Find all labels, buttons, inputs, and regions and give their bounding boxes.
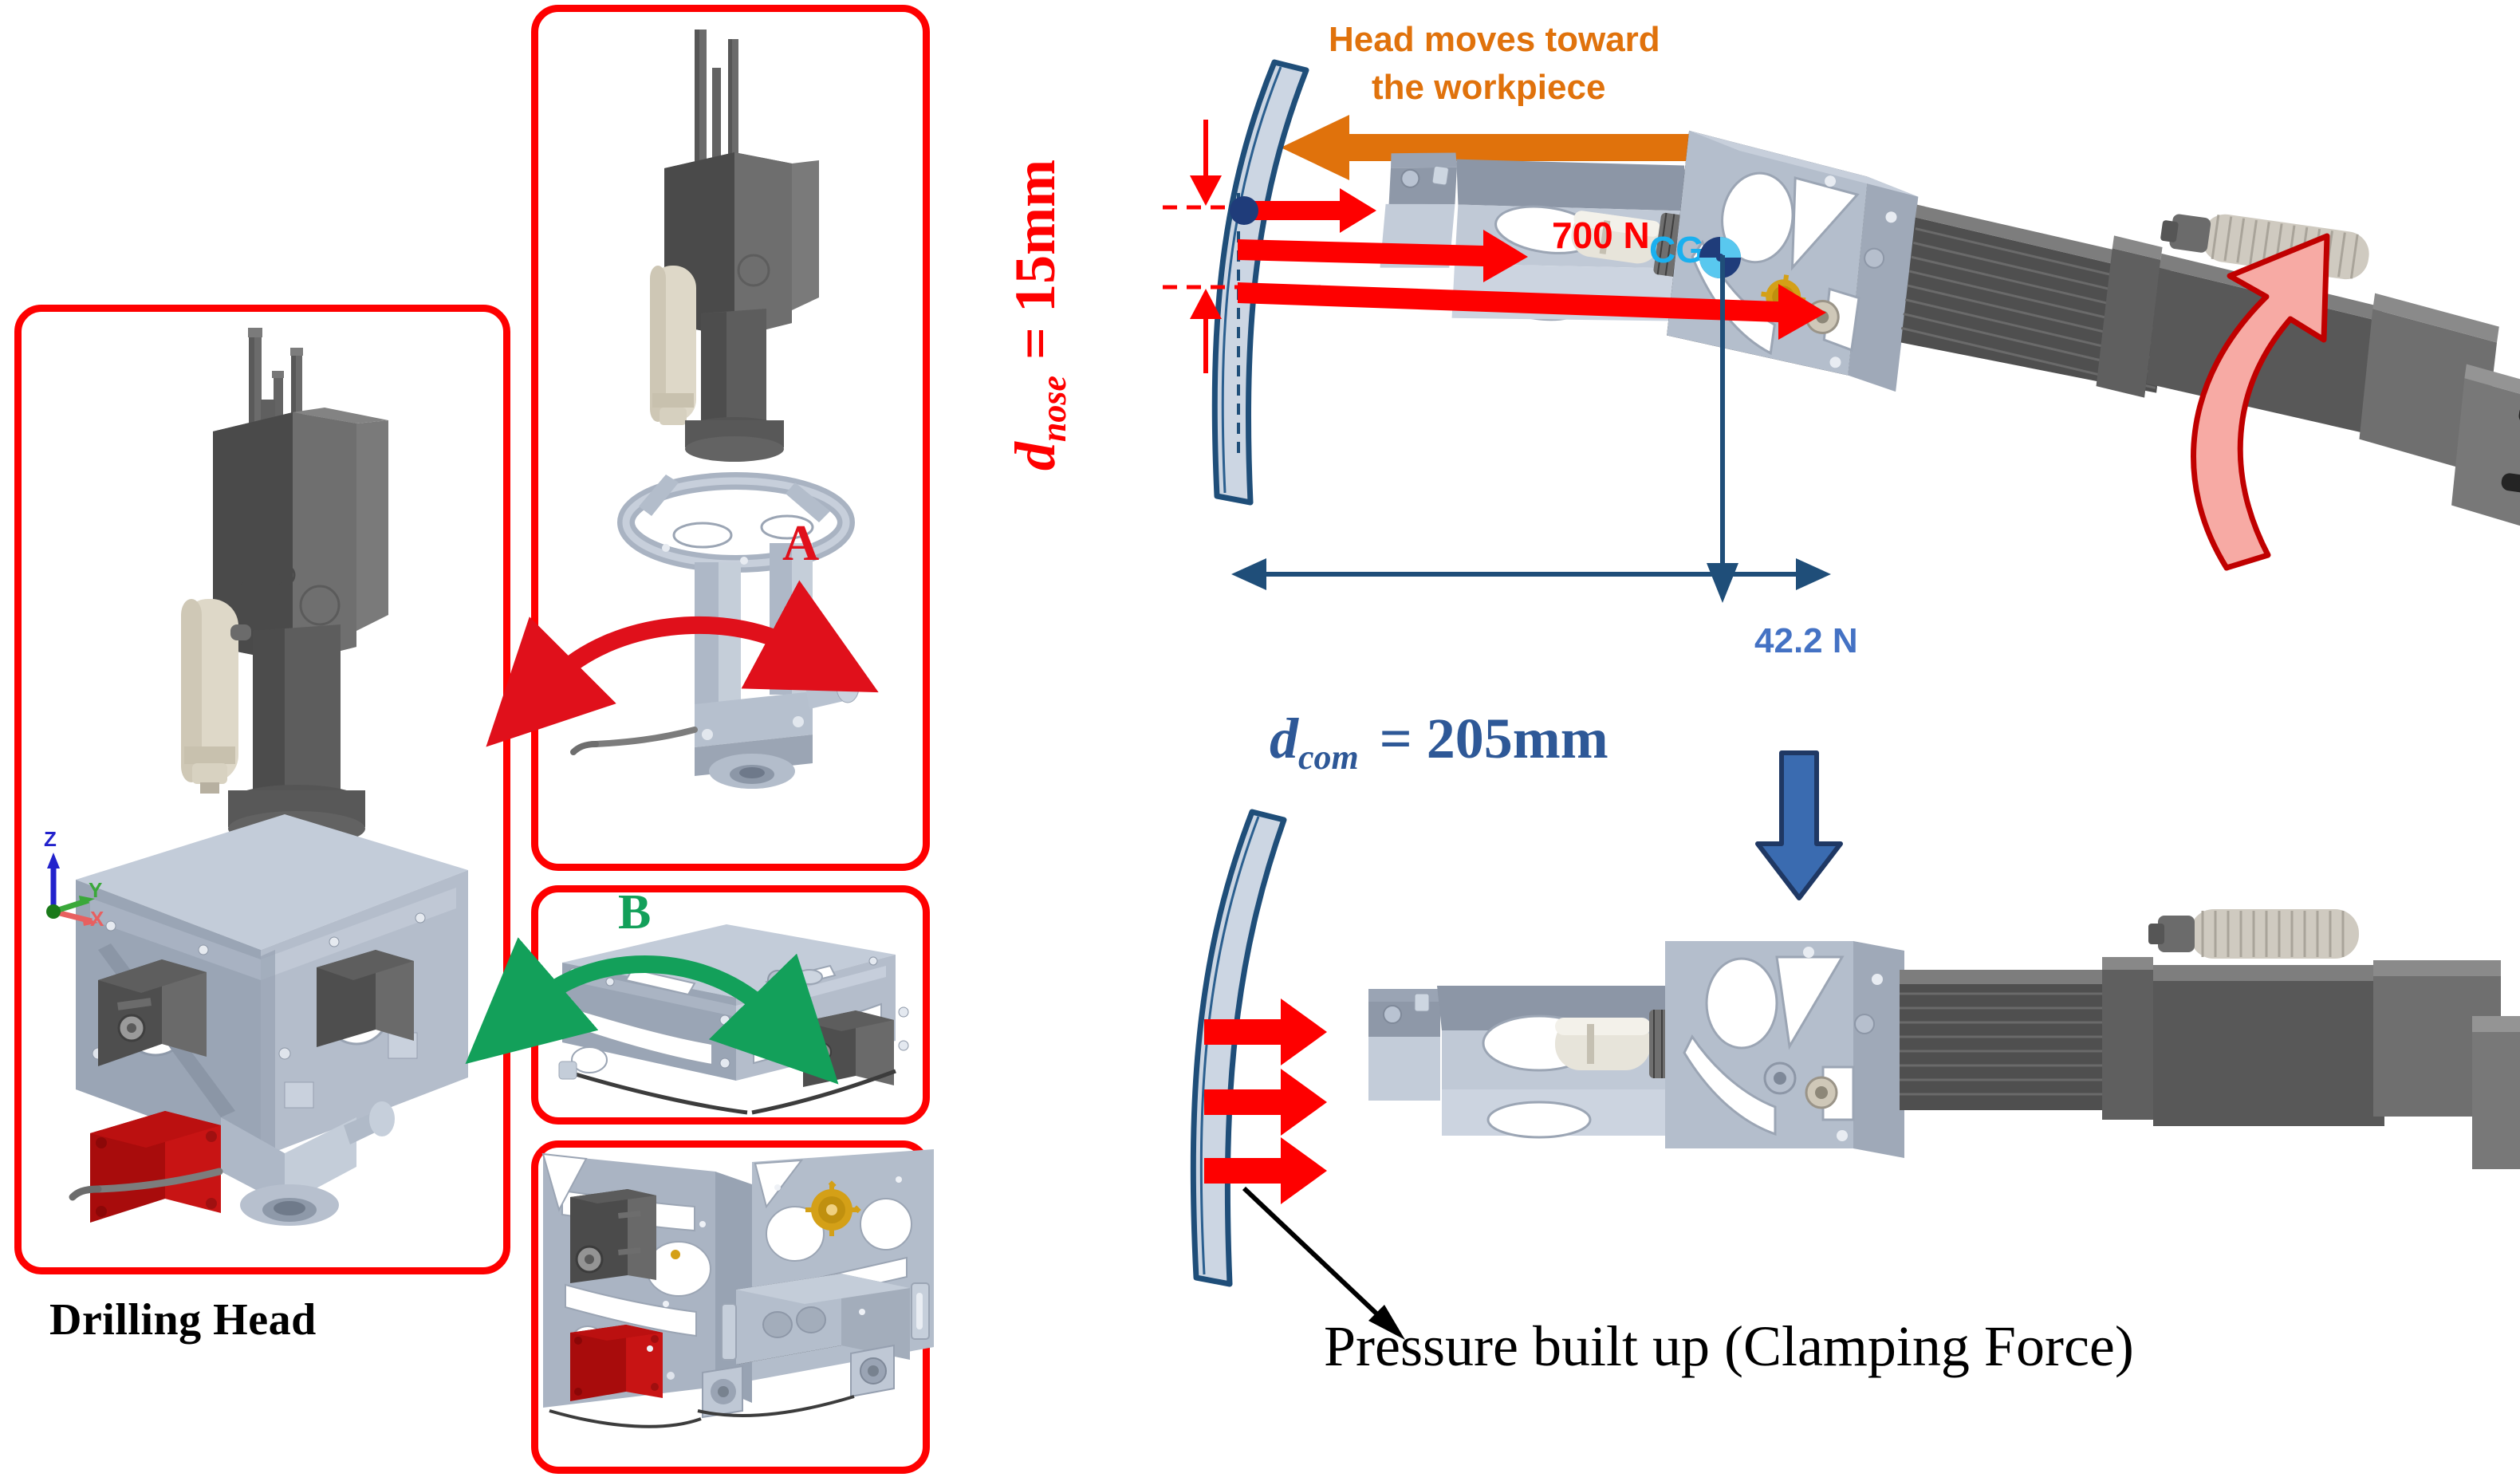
axis-label-x: X [90, 907, 104, 931]
d-com-dimension [1231, 558, 1831, 590]
axis-a-label: A [782, 514, 820, 571]
panel-internals-detail [531, 1140, 934, 1474]
axis-b-label: B [618, 885, 652, 939]
gear-icon [805, 1180, 861, 1236]
d-com-label: dcom = 205mm [1270, 710, 1608, 775]
drilling-head-assembly-drawing [69, 328, 468, 1226]
internals-assembly-drawing [541, 1149, 934, 1428]
clamping-force-arrows [1204, 998, 1327, 1204]
caption-clamping-force: Pressure built up (Clamping Force) [1324, 1314, 2134, 1378]
panel-axis-a-detail: A [486, 5, 930, 871]
page-title-drilling-head: Drilling Head [49, 1295, 317, 1345]
thrust-force-label: 700 N [1552, 215, 1650, 256]
d-nose-symbol: d [1003, 442, 1067, 471]
axis-b-rotation-arrow [465, 937, 839, 1085]
drilling-head-level-bottom [1368, 909, 2520, 1169]
transition-arrow-down [1755, 750, 1843, 900]
panel-axis-b-detail: B [465, 885, 930, 1125]
axis-a-rotation-arrow [486, 580, 879, 747]
d-com-subscript: com [1298, 738, 1359, 777]
head-motion-line1: Head moves toward [1329, 20, 1660, 59]
axis-label-y: Y [89, 878, 103, 902]
head-motion-arrow [1281, 115, 1692, 180]
panel-drilling-head-overview: Z Y X [14, 305, 510, 1274]
weight-force-label: 42.2 N [1754, 621, 1858, 660]
d-com-symbol: d [1270, 707, 1298, 770]
d-nose-value: = 15mm [1003, 159, 1067, 360]
d-nose-label: dnose = 15mm [975, 96, 1073, 542]
axis-label-z: Z [44, 827, 57, 851]
workpiece-reference-line [1237, 193, 1240, 456]
clamping-force-leader-line [1242, 1186, 1405, 1340]
diagram-head-clamped-on-workpiece [957, 805, 2520, 1348]
d-nose-subscript: nose [1034, 375, 1073, 443]
thrust-force-arrows [1230, 188, 1826, 340]
head-rotation-arrow [2191, 233, 2330, 571]
diagram-head-approaching-workpiece: Head moves toward the workpiece [957, 0, 2520, 900]
head-motion-line2: the workpiece [1372, 68, 1606, 107]
d-com-value: = 205mm [1379, 707, 1608, 770]
coordinate-axes-triad [46, 853, 98, 926]
red-actuator-block [570, 1325, 663, 1401]
red-actuator-block [90, 1111, 221, 1223]
axis-a-assembly-drawing [570, 30, 860, 789]
cg-label: CG [1649, 229, 1704, 270]
